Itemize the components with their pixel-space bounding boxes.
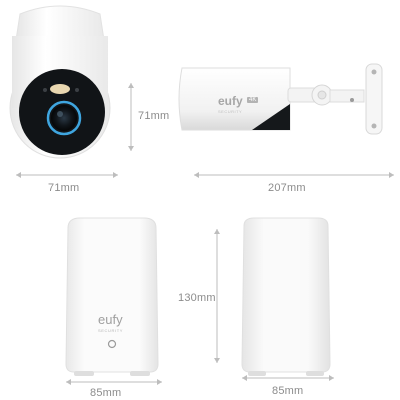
dimension-arrow — [128, 83, 134, 151]
dimension-arrow — [242, 375, 334, 381]
camera-front-height-dimension: 71mm — [126, 80, 176, 154]
camera-side-length-label: 207mm — [268, 182, 306, 194]
homebase-front-view: eufy SECURITY — [60, 214, 164, 378]
homebase-side-illustration — [241, 217, 331, 376]
camera-side-sub-brand: SECURITY — [218, 109, 243, 114]
homebase-side-width-dimension: 85mm — [238, 374, 338, 400]
camera-side-view: eufy 4K SECURITY — [172, 60, 394, 140]
camera-front-illustration — [9, 5, 111, 159]
homebase-side-width-label: 85mm — [272, 385, 304, 397]
dimension-arrow — [16, 172, 118, 178]
camera-front-width-dimension: 71mm — [12, 170, 122, 196]
dimension-arrow — [214, 229, 220, 363]
homebase-front-illustration — [65, 217, 159, 376]
homebase-sub-brand: SECURITY — [98, 328, 124, 333]
spotlight — [50, 84, 70, 94]
homebase-side-view — [236, 214, 336, 378]
lens-ring — [46, 100, 82, 136]
camera-front-view — [0, 0, 120, 170]
camera-side-length-dimension: 207mm — [190, 170, 398, 196]
lens — [51, 105, 77, 131]
dimension-arrow — [66, 379, 162, 385]
homebase-height-label: 130mm — [178, 292, 216, 304]
camera-side-black-section — [252, 104, 290, 130]
power-button-icon — [107, 339, 117, 349]
homebase-brand: eufy — [98, 312, 123, 327]
homebase-front-width-dimension: 85mm — [62, 378, 166, 400]
dimension-arrow — [194, 172, 394, 178]
homebase-front-width-label: 85mm — [90, 387, 122, 399]
camera-side-illustration — [178, 63, 383, 135]
homebase-height-dimension: 130mm — [178, 226, 228, 366]
camera-side-badge: 4K — [247, 97, 259, 103]
camera-front-height-label: 71mm — [138, 110, 170, 122]
camera-front-width-label: 71mm — [48, 182, 80, 194]
camera-side-brand: eufy — [218, 94, 243, 108]
